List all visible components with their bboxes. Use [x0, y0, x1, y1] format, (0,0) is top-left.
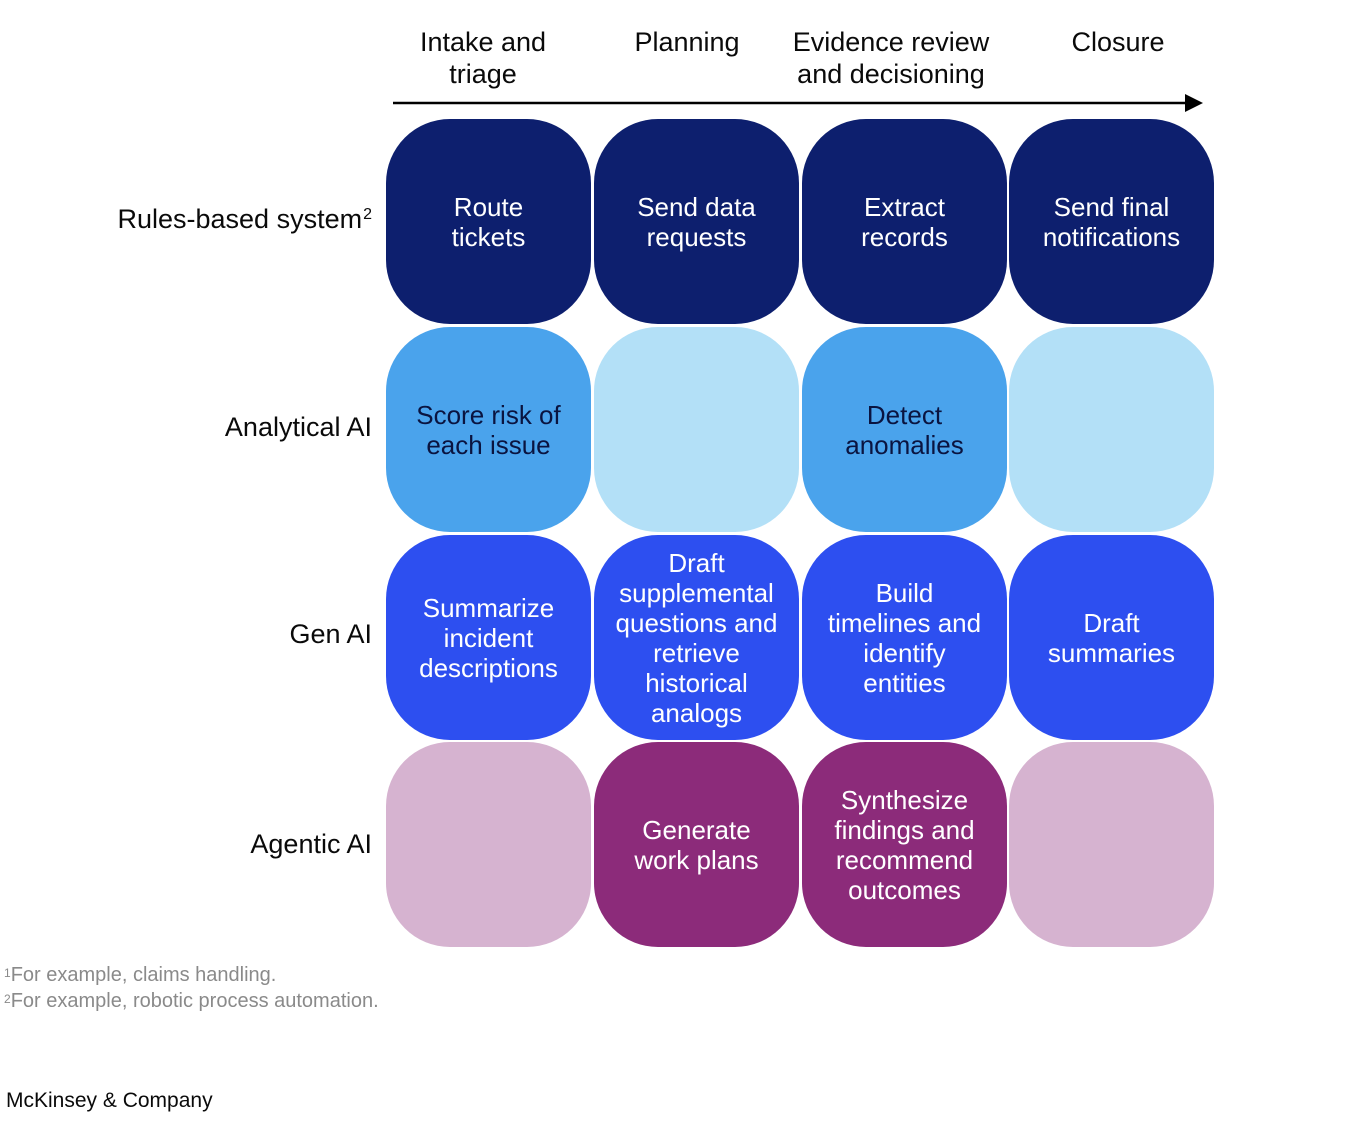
cell-text: Build timelines and identify entities [827, 577, 982, 698]
cell-rules-closure: Send final notifications [1009, 119, 1214, 324]
stage-header-planning: Planning [634, 27, 740, 57]
footnote-mark: 2 [4, 992, 11, 1006]
row-label-text: Rules-based system [117, 204, 363, 234]
cell-text: Detect anomalies [845, 399, 964, 460]
cell-genai-intake: Summarize incident descriptions [386, 535, 591, 740]
cell-analytical-intake: Score risk of each issue [386, 327, 591, 532]
brand-logo-text: McKinsey & Company [6, 1089, 213, 1112]
row-label-gen-ai: Gen AI [289, 618, 372, 650]
cell-rules-evidence: Extract records [802, 119, 1007, 324]
cell-agentic-planning: Generate work plans [594, 742, 799, 947]
cell-rules-intake: Route tickets [386, 119, 591, 324]
cell-text: Send data requests [637, 191, 756, 252]
cell-text: Generate work plans [634, 814, 759, 875]
cell-rules-planning: Send data requests [594, 119, 799, 324]
stage-header-closure: Closure [1071, 27, 1165, 57]
cell-analytical-planning-empty [594, 327, 799, 532]
footnote-1: 1For example, claims handling. [4, 962, 379, 988]
cell-text: Score risk of each issue [416, 399, 561, 460]
cell-analytical-evidence: Detect anomalies [802, 327, 1007, 532]
footnotes: 1For example, claims handling. 2For exam… [4, 962, 379, 1014]
cell-genai-closure: Draft summaries [1009, 535, 1214, 740]
row-label-text: Analytical AI [224, 412, 372, 442]
row-label-agentic-ai: Agentic AI [250, 828, 372, 860]
footnote-mark: 2 [363, 206, 372, 223]
cell-text: Summarize incident descriptions [419, 592, 558, 683]
row-label-text: Gen AI [289, 619, 372, 649]
row-label-analytical-ai: Analytical AI [225, 411, 372, 443]
process-arrow-icon [393, 94, 1203, 112]
cell-agentic-intake-empty [386, 742, 591, 947]
row-label-rules-based: Rules-based system2 [117, 203, 372, 235]
row-label-text: Agentic AI [250, 829, 372, 859]
cell-text: Extract records [861, 191, 948, 252]
cell-text: Send final notifications [1042, 191, 1181, 252]
stage-header-intake: Intake and triage [419, 27, 547, 89]
footnote-text: For example, claims handling. [10, 964, 277, 986]
footnote-text: For example, robotic process automation. [10, 990, 379, 1012]
cell-text: Route tickets [451, 191, 526, 252]
footnote-mark: 1 [4, 966, 11, 980]
cell-genai-planning: Draft supplemental questions and retriev… [594, 535, 799, 740]
cell-text: Synthesize findings and recommend outcom… [834, 784, 975, 905]
footnote-2: 2For example, robotic process automation… [4, 988, 379, 1014]
stage-header-evidence-review: Evidence review and decisioning [792, 27, 990, 89]
cell-genai-evidence: Build timelines and identify entities [802, 535, 1007, 740]
cell-text: Draft supplemental questions and retriev… [615, 547, 778, 728]
cell-agentic-closure-empty [1009, 742, 1214, 947]
cell-text: Draft summaries [1047, 607, 1176, 668]
cell-agentic-evidence: Synthesize findings and recommend outcom… [802, 742, 1007, 947]
cell-analytical-closure-empty [1009, 327, 1214, 532]
